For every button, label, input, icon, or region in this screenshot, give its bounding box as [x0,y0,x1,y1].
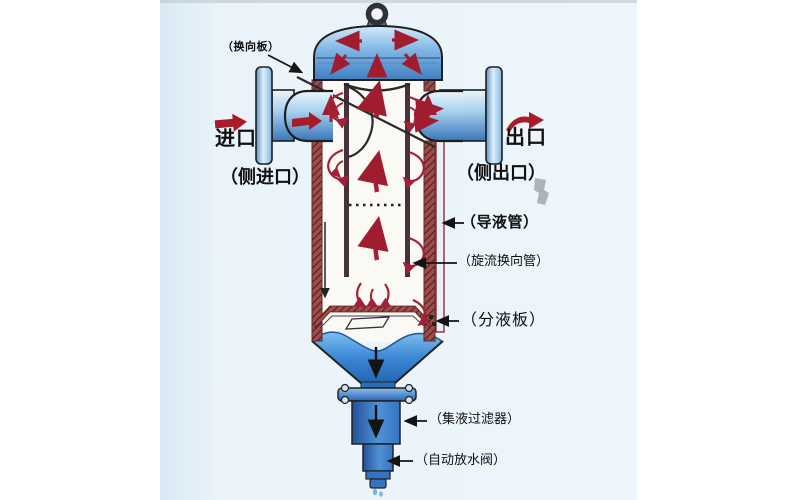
label-auto-drain-valve: （自动放水阀） [415,453,507,468]
label-diverter-plate: （换向板） [222,40,280,53]
label-inlet: 进口 [215,126,257,150]
leader-lines [267,54,464,467]
label-outlet: 出口 [505,125,547,149]
drain-valve-body [362,443,394,489]
inlet-flow-arrow [214,112,322,132]
label-liquid-collection-filter: （集液过滤器） [429,412,521,427]
bottom-drain-assembly [337,347,417,497]
label-liquid-separation-plate: （分液板） [461,310,547,329]
label-side-inlet: （侧进口） [220,167,310,188]
label-swirl-diverter-tube: （旋流换向管） [458,254,550,269]
label-liquid-guide-tube: （导液管） [461,213,539,231]
label-side-outlet: （侧出口） [456,163,546,184]
outlet-flow-arrow [506,112,544,132]
drain-droplets [372,488,383,497]
photo-artifact-smudge [534,178,549,205]
photo-edge-artifact [160,0,637,3]
